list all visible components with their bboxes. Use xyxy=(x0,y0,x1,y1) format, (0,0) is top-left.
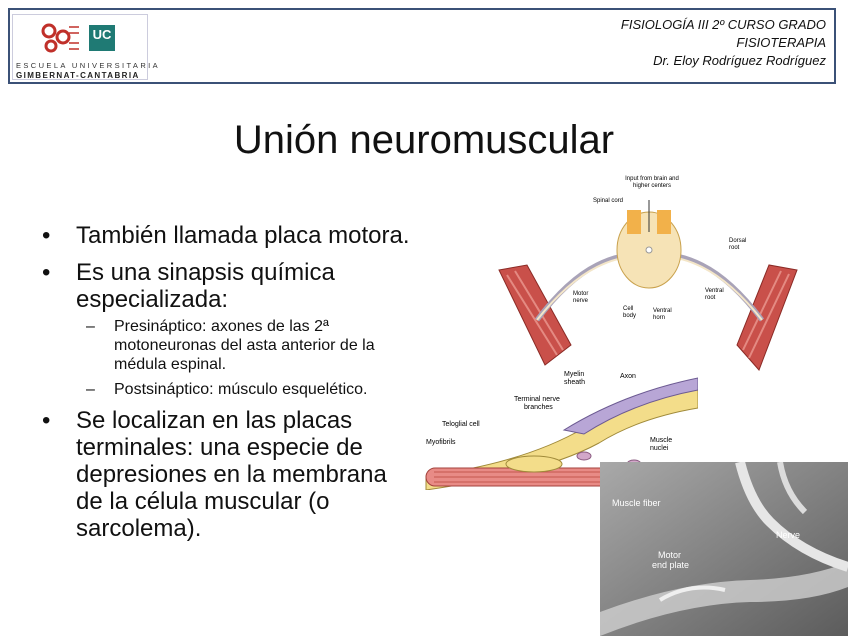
label-motor-nerve2: nerve xyxy=(573,298,589,304)
course-line2: FISIOTERAPIA xyxy=(736,35,826,50)
label-cell-body: Cell xyxy=(623,306,633,312)
label-teloglial: Teloglial cell xyxy=(442,421,480,428)
school-logo: UC ESCUELA UNIVERSITARIA GIMBERNAT-CANTA… xyxy=(12,14,161,80)
sub-bullet-item: –Presináptico: axones de las 2ª motoneur… xyxy=(86,318,375,373)
label-cell-body2: body xyxy=(623,313,636,319)
label-terminal: Terminal nerve xyxy=(514,396,560,403)
label-spinal-cord: Spinal cord xyxy=(593,198,623,204)
slide-title: Unión neuromuscular xyxy=(233,118,615,162)
bullet-item: •Se localizan en las placas terminales: … xyxy=(42,407,387,542)
label-dorsal-root2: root xyxy=(729,245,740,251)
course-line1: FISIOLOGÍA III 2º CURSO GRADO xyxy=(620,17,826,32)
school-name-line2: GIMBERNAT-CANTABRIA xyxy=(16,71,140,80)
label-ventral-horn: Ventral xyxy=(653,308,672,314)
bullet-list: •También llamada placa motora. •Es una s… xyxy=(40,222,420,552)
course-line3: Dr. Eloy Rodríguez Rodríguez xyxy=(653,53,826,68)
nmj-figure: Myelin sheath Axon Terminal nerve branch… xyxy=(424,368,698,490)
course-info: FISIOLOGÍA III 2º CURSO GRADO FISIOTERAP… xyxy=(621,16,826,70)
school-emblem-icon xyxy=(41,23,79,53)
spinal-cord-figure: Input from brain and higher centers Spin… xyxy=(498,176,798,371)
bullet-item: •Es una sinapsis química especializada: xyxy=(42,259,335,313)
label-ventral-root: Ventral xyxy=(705,288,724,294)
label-axon: Axon xyxy=(620,373,636,380)
bullet-item: •También llamada placa motora. xyxy=(42,222,410,249)
label-muscle-fiber: Muscle fiber xyxy=(612,498,661,508)
label-ventral-horn2: horn xyxy=(653,315,665,321)
label-terminal2: branches xyxy=(524,404,553,411)
label-myelin: Myelin xyxy=(564,371,584,378)
label-muscle-nuclei: Muscle xyxy=(650,437,672,444)
label-motor-nerve: Motor xyxy=(573,291,588,297)
label-dorsal-root: Dorsal xyxy=(729,238,746,244)
slide-header: UC ESCUELA UNIVERSITARIA GIMBERNAT-CANTA… xyxy=(8,8,836,84)
sem-micrograph: Muscle fiber Nerve Motor end plate xyxy=(600,462,848,636)
sub-bullet-item: –Postsináptico: músculo esquelético. xyxy=(86,381,368,398)
label-input: Input from brain and xyxy=(625,176,679,182)
label-muscle-nuclei2: nuclei xyxy=(650,445,669,452)
label-myofibrils: Myofibrils xyxy=(426,439,456,446)
uc-logo: UC xyxy=(89,25,115,51)
label-ventral-root2: root xyxy=(705,295,716,301)
label-motor-end: Motor xyxy=(658,550,681,560)
label-motor-end2: end plate xyxy=(652,560,689,570)
label-myelin2: sheath xyxy=(564,379,585,386)
school-name-line1: ESCUELA UNIVERSITARIA xyxy=(16,61,161,70)
label-nerve: Nerve xyxy=(776,530,800,540)
label-input2: higher centers xyxy=(633,183,671,189)
